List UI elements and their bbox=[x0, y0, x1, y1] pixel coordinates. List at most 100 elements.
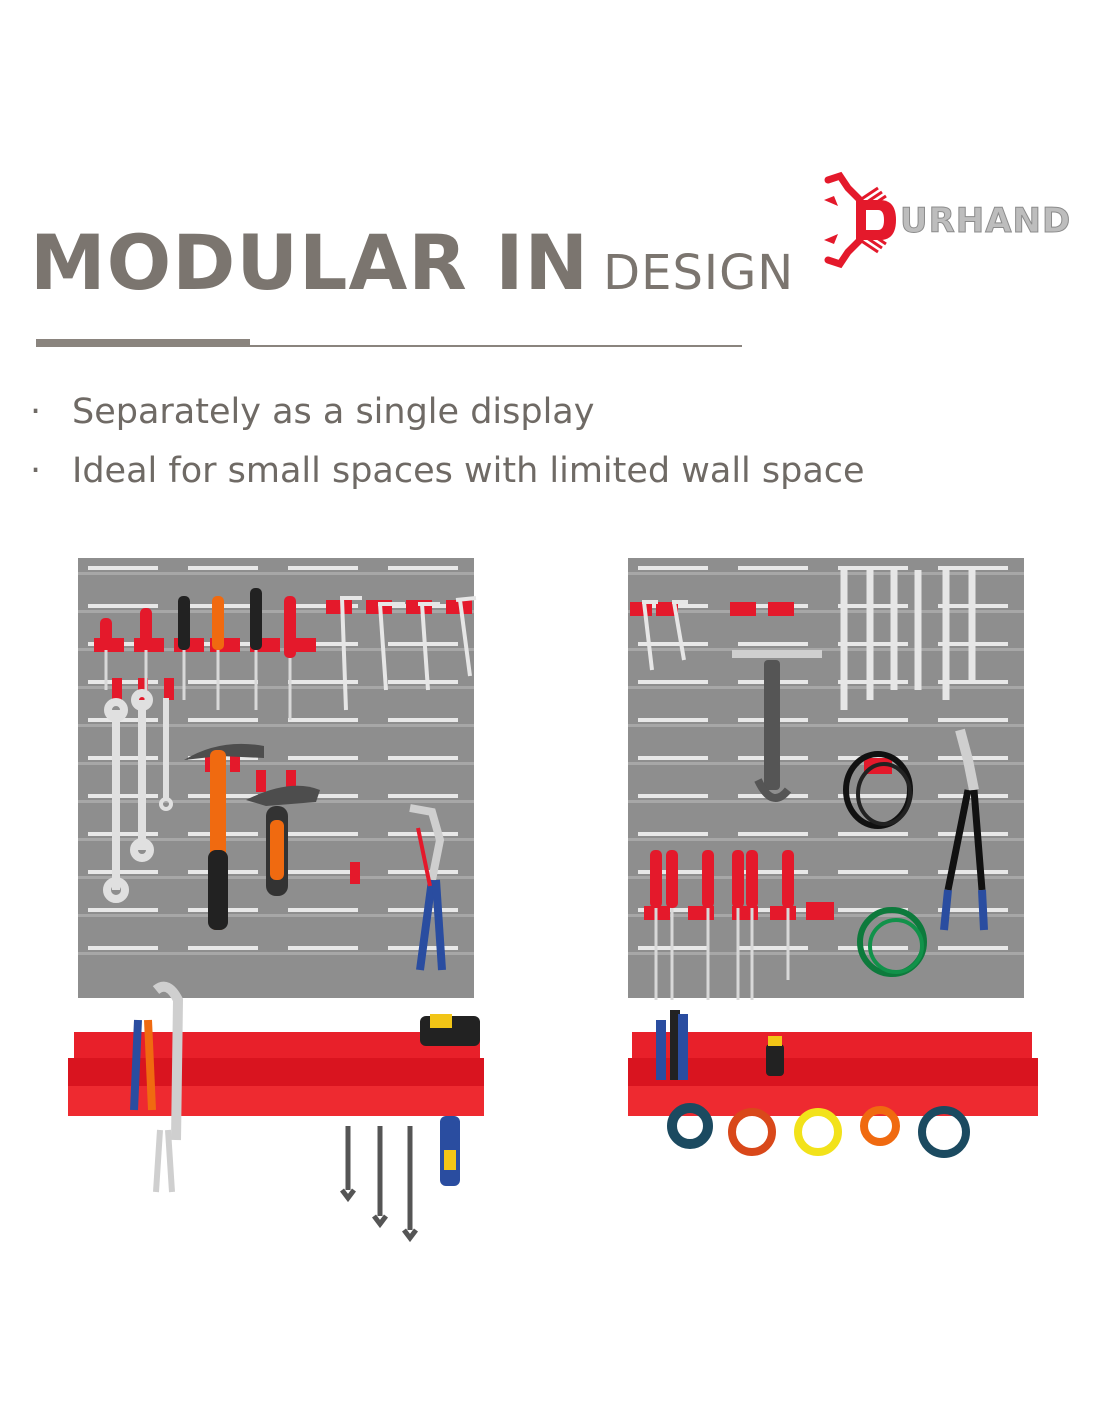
product-image-left bbox=[68, 558, 484, 1243]
pegboard-slot bbox=[388, 756, 458, 760]
ring-spanners-icon bbox=[103, 689, 173, 903]
pegboard-slot-row bbox=[628, 724, 1024, 727]
pegboard-slot-row bbox=[628, 800, 1024, 803]
pegboard bbox=[78, 558, 474, 998]
pegboard-slot bbox=[938, 566, 1008, 570]
pegboard-slot bbox=[188, 946, 258, 950]
tape-rolls-icon bbox=[667, 1103, 970, 1158]
pegboard-slot bbox=[638, 566, 708, 570]
pegboard-slot bbox=[288, 832, 358, 836]
pegboard-slot bbox=[938, 832, 1008, 836]
pegboard-slot-row bbox=[628, 952, 1024, 955]
pliers-icon bbox=[130, 981, 184, 1193]
pegboard-slot-row bbox=[78, 952, 474, 955]
bullet-item: · Ideal for small spaces with limited wal… bbox=[30, 451, 865, 491]
pegboard-slot bbox=[738, 566, 808, 570]
pegboard-slot-row bbox=[628, 610, 1024, 613]
water-pump-pliers-icon bbox=[409, 804, 446, 971]
green-hose-icon bbox=[857, 907, 927, 977]
pegboard-slot bbox=[288, 642, 358, 646]
pegboard-slot bbox=[738, 870, 808, 874]
bullet-marker: · bbox=[30, 451, 42, 491]
pegboard-slot bbox=[288, 756, 358, 760]
logo-wordmark: URHAND bbox=[900, 201, 1071, 241]
bullet-text: Ideal for small spaces with limited wall… bbox=[72, 451, 865, 491]
pegboard-slot-row bbox=[78, 724, 474, 727]
open-spanners-icon bbox=[340, 1126, 418, 1243]
pegboard-slot bbox=[288, 718, 358, 722]
pegboard-slot bbox=[88, 794, 158, 798]
combination-spanners-icon bbox=[840, 570, 976, 710]
pegboard-slot bbox=[88, 604, 158, 608]
pegboard-slot bbox=[738, 946, 808, 950]
headline-bold: MODULAR IN bbox=[30, 218, 590, 307]
bullet-marker: · bbox=[30, 392, 42, 432]
pegboard-slot bbox=[88, 756, 158, 760]
hex-keys-icon bbox=[642, 600, 688, 671]
pegboard-slot bbox=[938, 680, 1008, 684]
pegboard-slot bbox=[288, 870, 358, 874]
pegboard-slot bbox=[188, 718, 258, 722]
hex-keys-icon bbox=[340, 596, 477, 711]
pegboard-slot bbox=[938, 946, 1008, 950]
pegboard-slot bbox=[388, 566, 458, 570]
pegboard-slot-row bbox=[628, 572, 1024, 575]
pegboard-slot bbox=[638, 794, 708, 798]
pegboard-slot bbox=[638, 642, 708, 646]
pegboard-slot bbox=[288, 946, 358, 950]
black-cable-icon bbox=[843, 751, 913, 829]
hammer-icon bbox=[246, 785, 320, 896]
pegboard-slot bbox=[938, 870, 1008, 874]
pegboard-slot bbox=[388, 794, 458, 798]
pegboard-slot bbox=[388, 870, 458, 874]
pegboard-slot bbox=[838, 832, 908, 836]
screwdriver-set-icon bbox=[650, 850, 794, 1000]
pegboard-slot bbox=[388, 908, 458, 912]
pegboard-slot bbox=[88, 680, 158, 684]
pegboard-slot-row bbox=[628, 648, 1024, 651]
pegboard-slot bbox=[388, 832, 458, 836]
pegboard-slot bbox=[738, 832, 808, 836]
logo-emblem-icon bbox=[824, 171, 896, 269]
pegboard-slot-row bbox=[628, 838, 1024, 841]
pegboard-slot-row bbox=[78, 914, 474, 917]
pegboard-slot-row bbox=[78, 610, 474, 613]
durhand-logo: URHAND bbox=[824, 171, 1071, 269]
mallet-icon bbox=[420, 1014, 480, 1186]
pegboard-slot bbox=[938, 718, 1008, 722]
pegboard-slot bbox=[288, 680, 358, 684]
product-image-right bbox=[628, 558, 1038, 1158]
pegboard-slot bbox=[388, 718, 458, 722]
pegboard-slot bbox=[88, 870, 158, 874]
pegboard-slot bbox=[638, 832, 708, 836]
pegboard-slot bbox=[638, 680, 708, 684]
pegboard-slot bbox=[88, 566, 158, 570]
pegboard-slot bbox=[938, 908, 1008, 912]
marker-pens-icon bbox=[656, 1010, 688, 1080]
divider-accent bbox=[36, 339, 250, 347]
screwdriver-set-icon bbox=[100, 588, 296, 720]
pegboard-slot bbox=[88, 832, 158, 836]
pegboard-slot bbox=[838, 718, 908, 722]
pegboard-slot bbox=[638, 718, 708, 722]
bolt-cutter-icon bbox=[940, 728, 988, 931]
pegboard-slot-row bbox=[628, 876, 1024, 879]
pegboard-slot-row bbox=[78, 762, 474, 765]
pegboard-slot bbox=[188, 680, 258, 684]
pegboard-slot bbox=[738, 642, 808, 646]
pegboard-slot bbox=[88, 908, 158, 912]
pegboard-slot bbox=[838, 870, 908, 874]
bullet-item: · Separately as a single display bbox=[30, 392, 594, 432]
pegboard-slot bbox=[288, 566, 358, 570]
pegboard-slot bbox=[288, 794, 358, 798]
bullet-text: Separately as a single display bbox=[72, 392, 595, 432]
glue-bottle-icon bbox=[766, 1036, 784, 1076]
pipe-wrench-icon bbox=[732, 650, 822, 802]
pegboard-slot bbox=[188, 566, 258, 570]
headline-light: DESIGN bbox=[603, 245, 795, 301]
pegboard-slot bbox=[388, 680, 458, 684]
pegboard-slot-row bbox=[78, 572, 474, 575]
pegboard-slot-row bbox=[628, 686, 1024, 689]
pegboard-slot bbox=[838, 566, 908, 570]
